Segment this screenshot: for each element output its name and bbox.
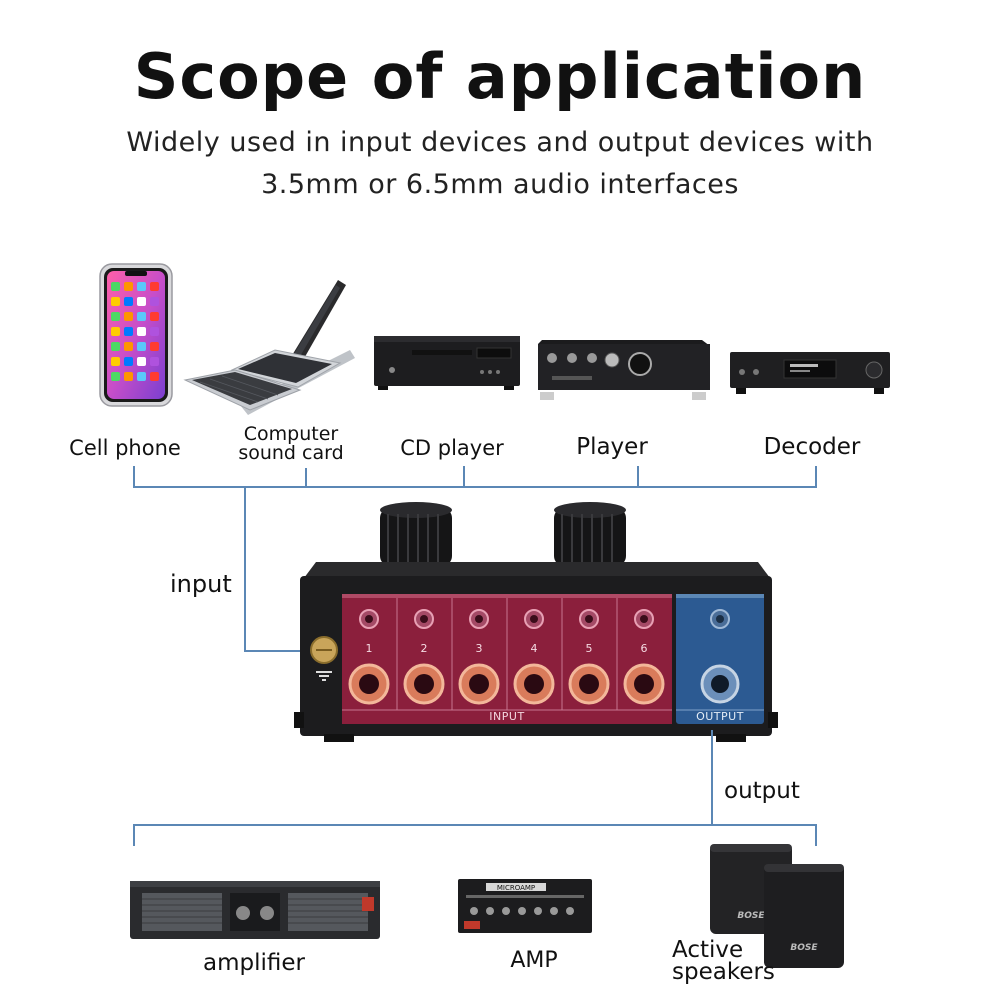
app-icon bbox=[124, 342, 133, 351]
subtitle-line-2: 3.5mm or 6.5mm audio interfaces bbox=[261, 169, 739, 200]
label-cell-phone: Cell phone bbox=[69, 436, 181, 460]
input-drop-1 bbox=[133, 466, 135, 488]
laptop-image bbox=[183, 280, 355, 415]
input-drop-2 bbox=[305, 468, 307, 488]
jack-hole bbox=[365, 615, 373, 623]
label-amplifier: amplifier bbox=[203, 950, 305, 976]
app-icon bbox=[111, 357, 120, 366]
app-icon bbox=[137, 297, 146, 306]
jack-hole bbox=[585, 615, 593, 623]
label-decoder: Decoder bbox=[763, 434, 861, 460]
jack-hole bbox=[359, 674, 379, 694]
input-to-ground-line bbox=[244, 650, 326, 652]
jack-hole bbox=[530, 615, 538, 623]
app-icon bbox=[137, 327, 146, 336]
cd-player-image bbox=[374, 336, 520, 390]
amp-brand-text: MICROAMP bbox=[497, 884, 535, 892]
app-icon bbox=[137, 312, 146, 321]
app-icon bbox=[150, 282, 159, 291]
speaker-brand-text-2: BOSE bbox=[790, 943, 818, 953]
label-sound-card: sound card bbox=[238, 442, 344, 464]
app-icon bbox=[111, 282, 120, 291]
label-computer: Computer bbox=[243, 423, 339, 445]
input-trunk-line bbox=[244, 486, 246, 652]
app-icon bbox=[150, 372, 159, 381]
port-number-1: 1 bbox=[365, 642, 373, 655]
audio-switcher-device bbox=[294, 502, 778, 742]
port-number-6: 6 bbox=[640, 642, 648, 655]
input-drop-3 bbox=[463, 466, 465, 488]
page-title: Scope of application bbox=[133, 40, 867, 113]
jack-hole bbox=[469, 674, 489, 694]
app-icon bbox=[111, 342, 120, 351]
active-speakers-image: BOSE BOSE bbox=[710, 844, 844, 968]
app-icon bbox=[111, 372, 120, 381]
jack-hole bbox=[414, 674, 434, 694]
speaker-brand-text-1: BOSE bbox=[737, 911, 765, 921]
input-drop-4 bbox=[637, 466, 639, 488]
output-bus-line bbox=[133, 824, 817, 826]
label-active: Active bbox=[672, 937, 744, 963]
input-drop-5 bbox=[815, 466, 817, 488]
jack-hole bbox=[579, 674, 599, 694]
amp-image: MICROAMP bbox=[458, 879, 592, 933]
output-drop-1 bbox=[133, 824, 135, 846]
app-icon bbox=[150, 342, 159, 351]
output-trunk-line bbox=[711, 730, 713, 826]
app-icon bbox=[124, 357, 133, 366]
input-panel-label: INPUT bbox=[489, 710, 525, 723]
amplifier-image bbox=[130, 881, 380, 939]
app-icon bbox=[124, 327, 133, 336]
player-image bbox=[538, 340, 710, 400]
app-icon bbox=[137, 342, 146, 351]
app-icon bbox=[124, 372, 133, 381]
output-panel-label: OUTPUT bbox=[696, 710, 744, 723]
jack-hole bbox=[634, 674, 654, 694]
app-icon bbox=[111, 327, 120, 336]
app-icon bbox=[137, 372, 146, 381]
app-icon bbox=[150, 312, 159, 321]
app-icon bbox=[150, 327, 159, 336]
app-icon bbox=[111, 312, 120, 321]
app-icon bbox=[137, 357, 146, 366]
volume-knob-2 bbox=[554, 502, 626, 566]
decoder-image bbox=[730, 352, 890, 394]
app-icon bbox=[124, 312, 133, 321]
port-number-3: 3 bbox=[475, 642, 483, 655]
cell-phone-image bbox=[99, 263, 173, 407]
app-icon bbox=[111, 297, 120, 306]
output-drop-2 bbox=[815, 824, 817, 846]
input-bus-line bbox=[133, 486, 817, 488]
input-label: input bbox=[170, 570, 232, 598]
volume-knob-1 bbox=[380, 502, 452, 566]
jack-hole bbox=[420, 615, 428, 623]
label-player: Player bbox=[576, 434, 648, 460]
label-amp: AMP bbox=[510, 948, 558, 973]
label-cd-player: CD player bbox=[400, 436, 504, 460]
jack-hole bbox=[524, 674, 544, 694]
port-number-5: 5 bbox=[585, 642, 593, 655]
app-icon bbox=[137, 282, 146, 291]
port-number-4: 4 bbox=[530, 642, 538, 655]
jack-hole bbox=[640, 615, 648, 623]
app-icon bbox=[124, 282, 133, 291]
port-number-2: 2 bbox=[420, 642, 428, 655]
jack-hole bbox=[475, 615, 483, 623]
app-icon bbox=[150, 357, 159, 366]
output-label: output bbox=[724, 778, 800, 804]
subtitle-line-1: Widely used in input devices and output … bbox=[126, 127, 874, 158]
app-icon bbox=[150, 297, 159, 306]
label-speakers: speakers bbox=[672, 959, 775, 985]
app-icon bbox=[124, 297, 133, 306]
